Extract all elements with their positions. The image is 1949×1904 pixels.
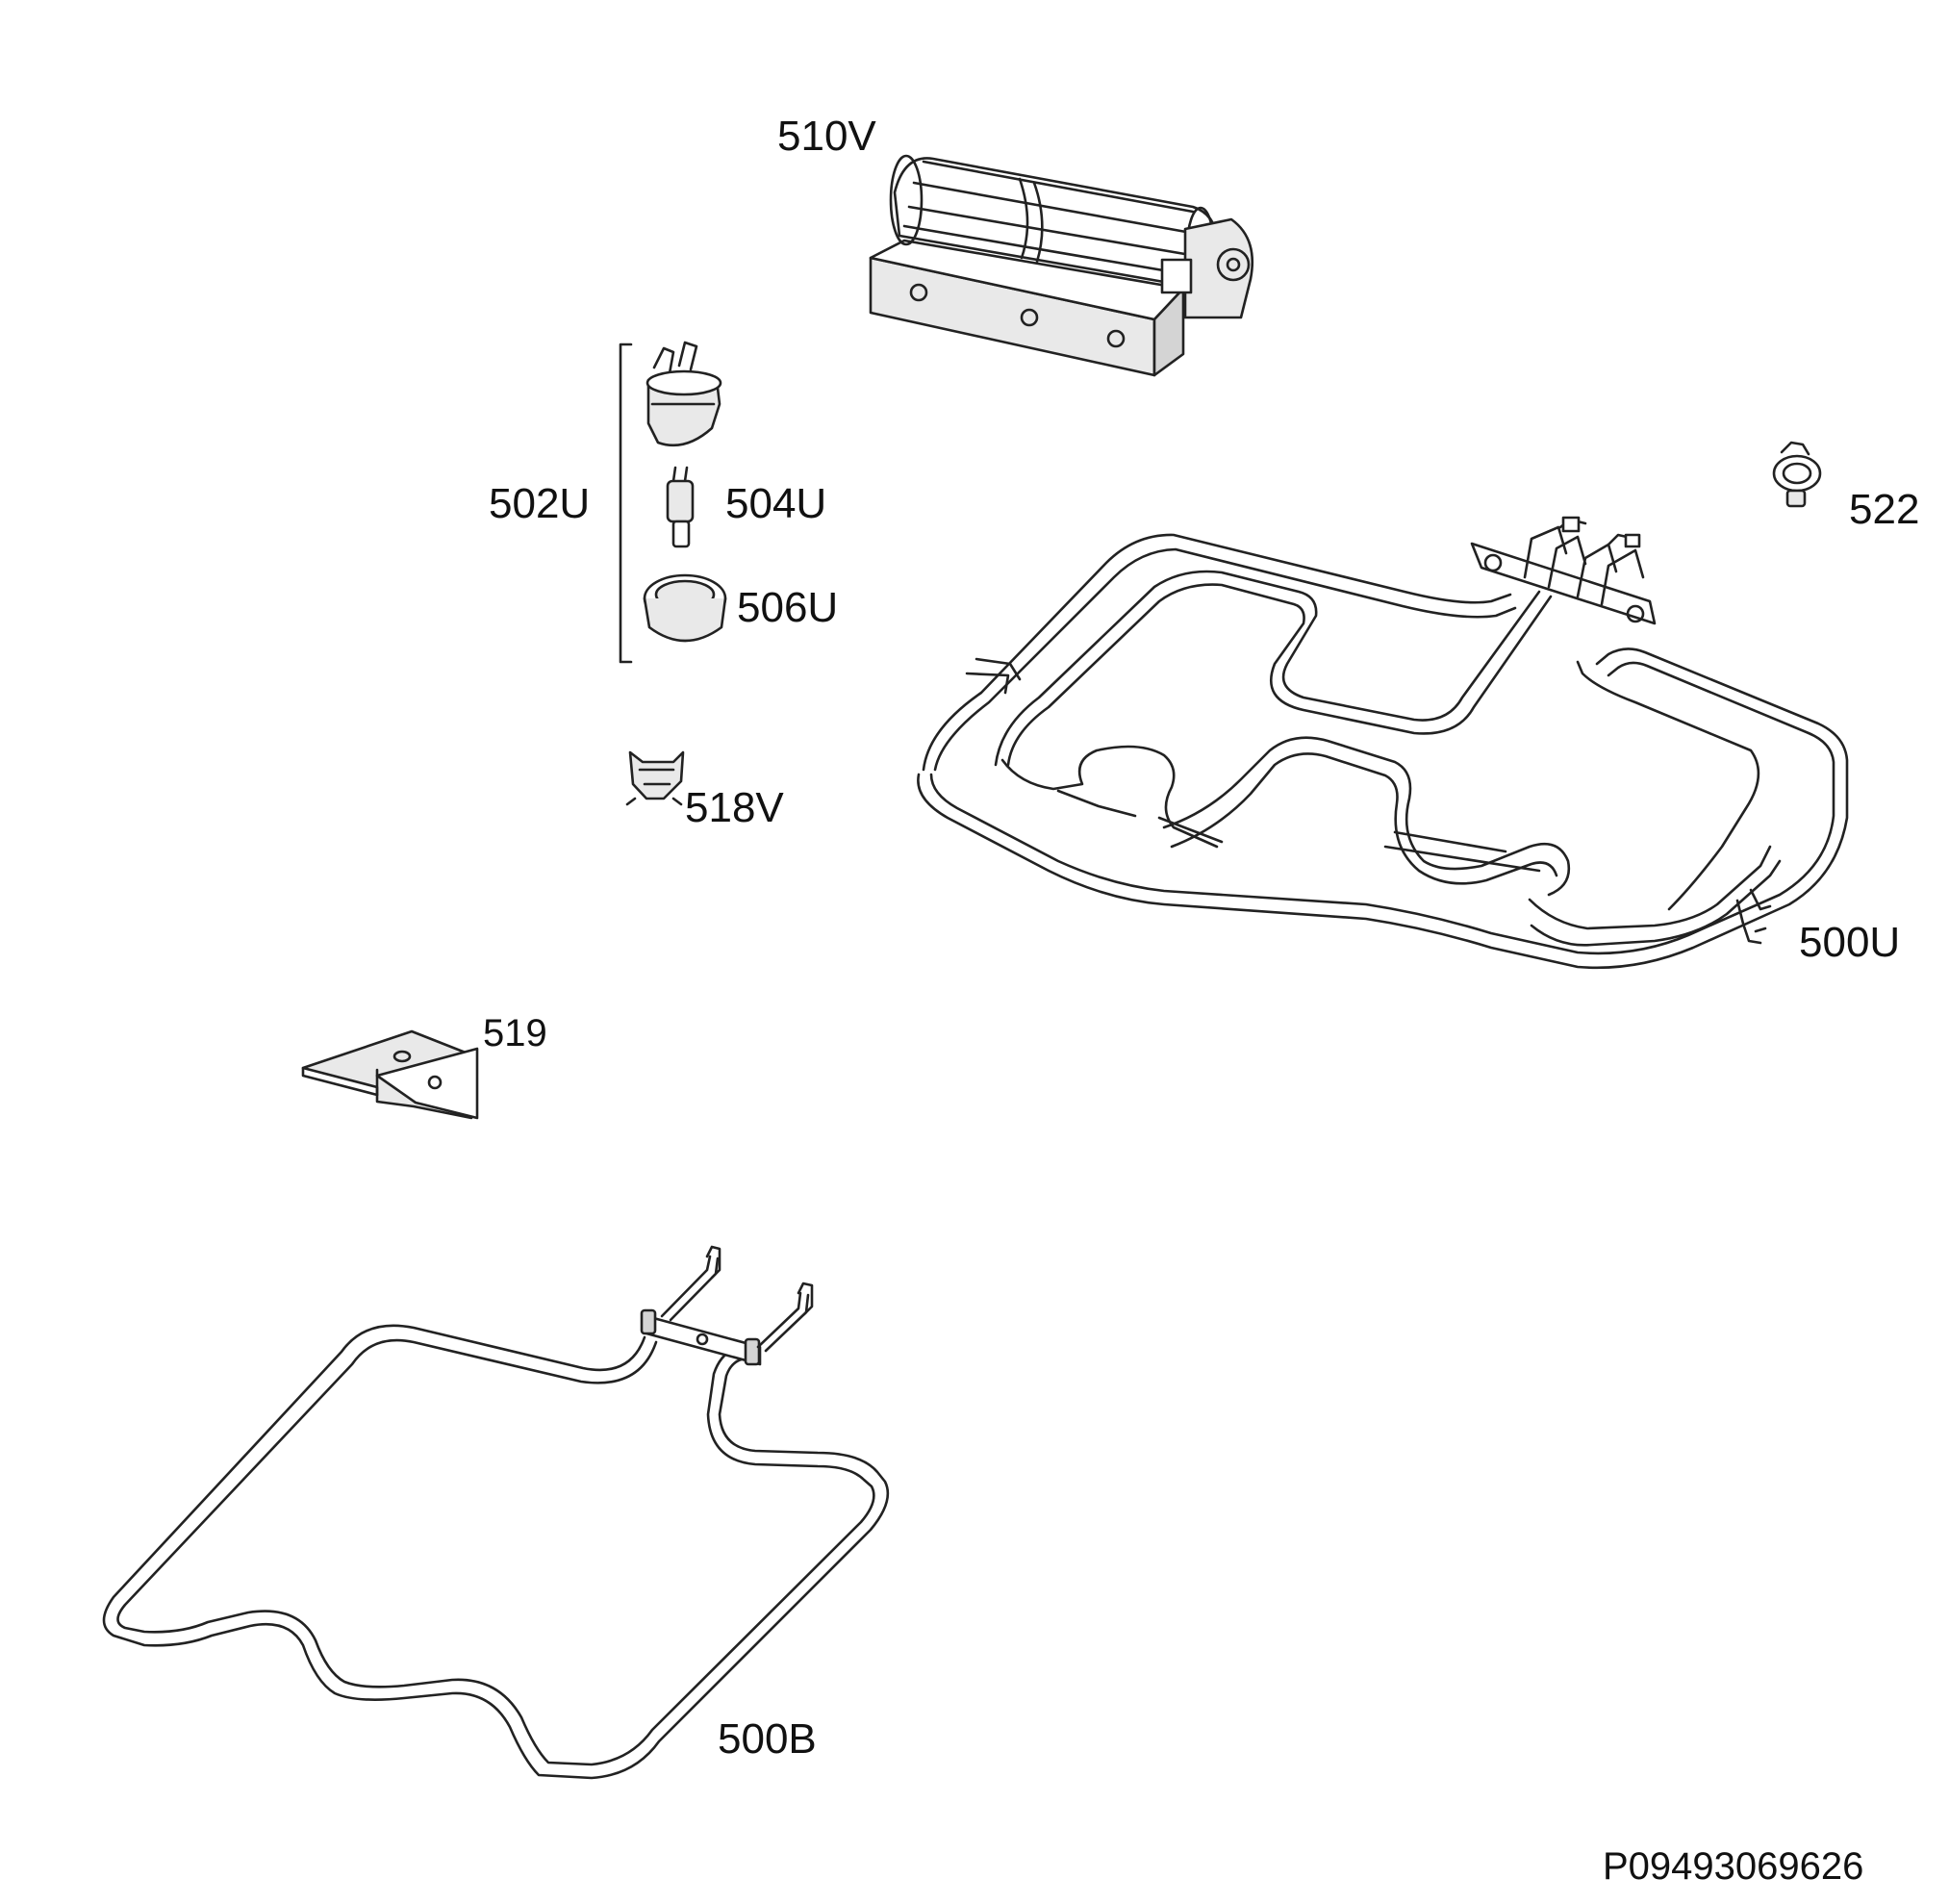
part-510V-tangential-fan [869, 154, 1254, 377]
label-500U: 500U [1799, 919, 1901, 966]
label-502U: 502U [489, 480, 591, 527]
part-504U-bulb [666, 466, 695, 548]
part-519-bracket [301, 1029, 479, 1120]
part-500B-bottom-element [102, 1245, 890, 1780]
label-500B: 500B [718, 1715, 817, 1763]
part-518V-clip [625, 750, 685, 806]
part-500U-grill-element [917, 516, 1849, 970]
label-522: 522 [1849, 486, 1920, 533]
part-502U-lamp-holder [645, 341, 722, 447]
part-502U-bracket [619, 343, 633, 664]
part-506U-lens [643, 573, 727, 643]
label-510V: 510V [777, 113, 876, 160]
drawing-id: P09493069626 [1603, 1845, 1864, 1888]
label-506U: 506U [737, 584, 839, 631]
label-519: 519 [483, 1012, 547, 1054]
label-504U: 504U [725, 480, 827, 527]
part-522-clamp [1772, 441, 1822, 508]
label-518V: 518V [685, 784, 784, 831]
